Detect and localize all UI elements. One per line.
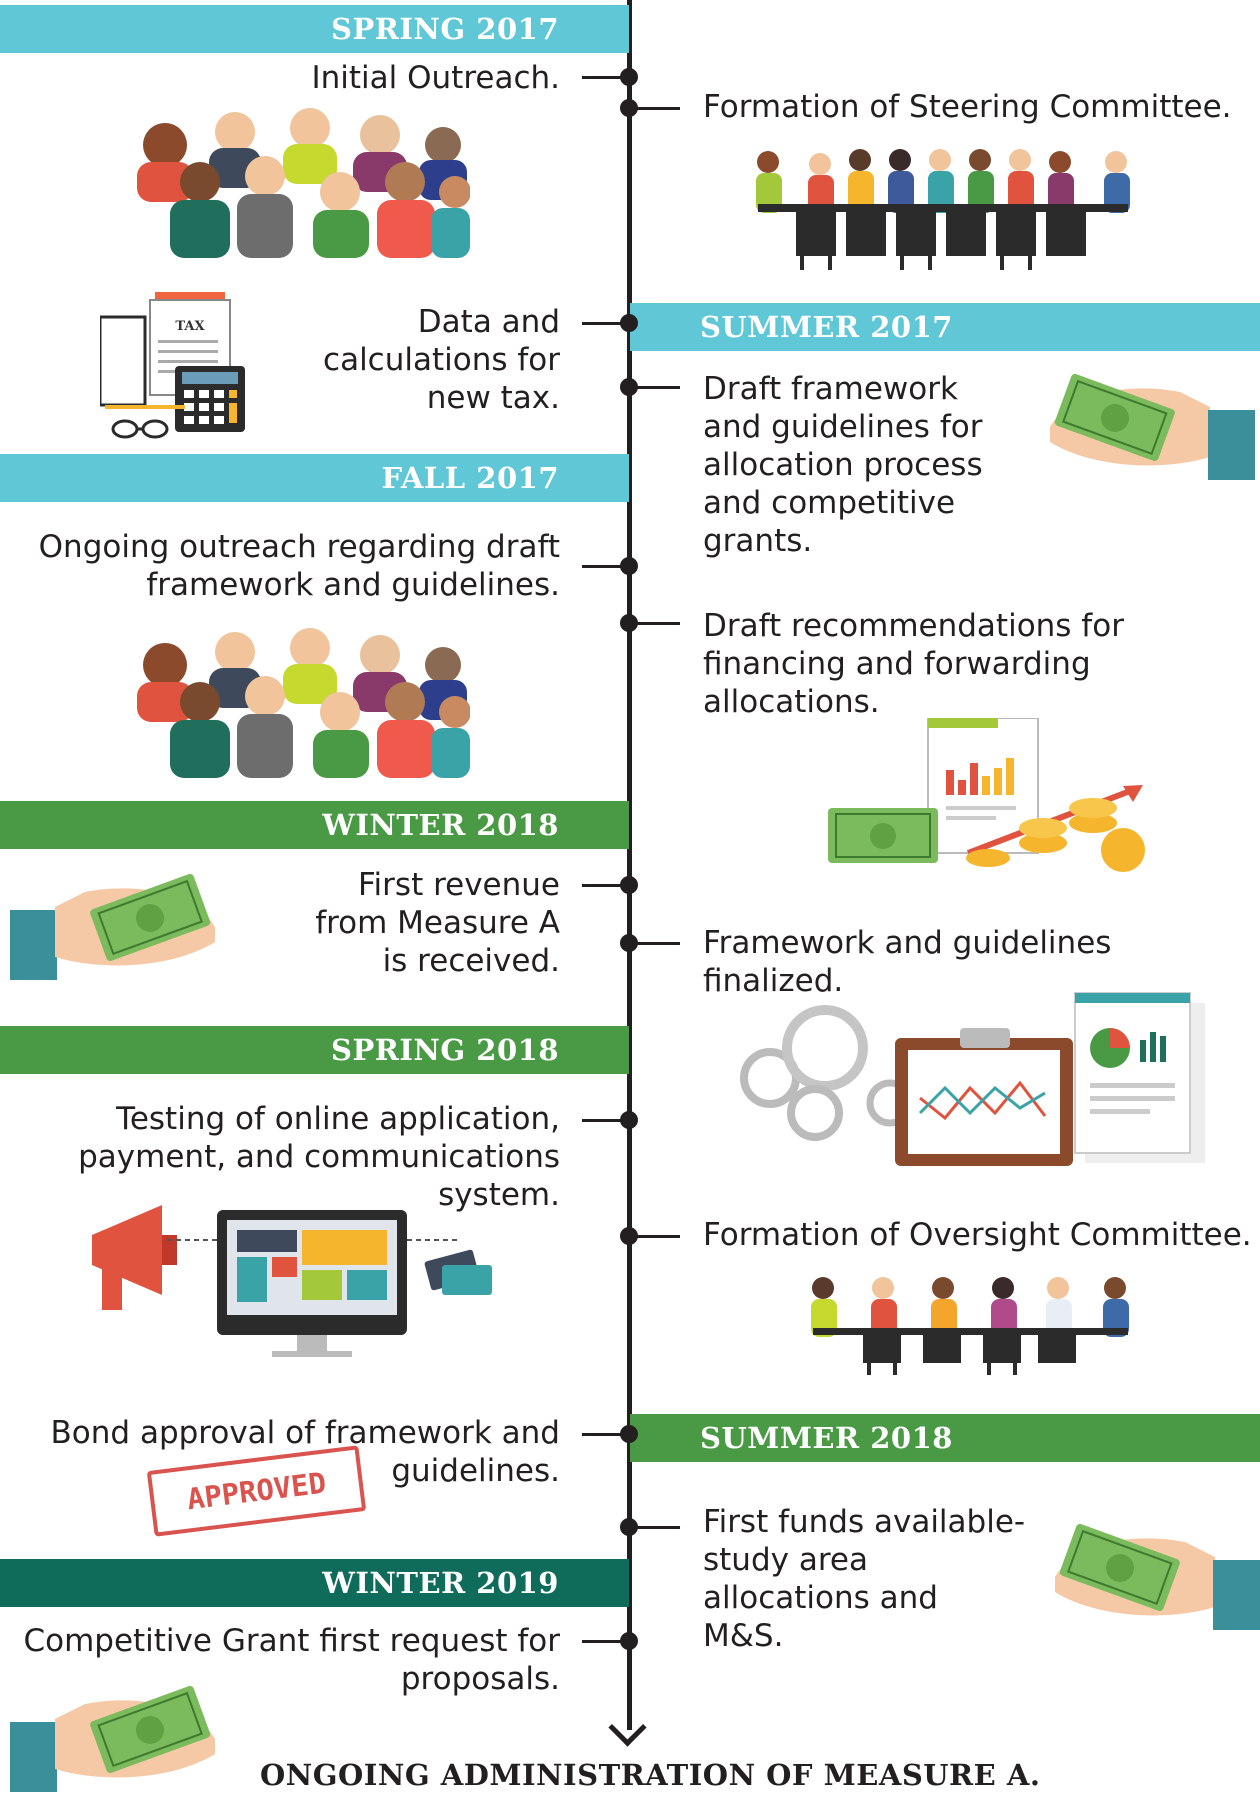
hand-money-illustration [10, 873, 215, 980]
milestone-dot [620, 1227, 638, 1245]
connector-data-calc [582, 322, 629, 325]
crowd-illustration [137, 628, 470, 778]
milestone-dot [620, 68, 638, 86]
banner-spring-2018: SPRING 2018 [0, 1026, 629, 1074]
meeting-table-illustration [756, 149, 1130, 270]
event-line: is received. [382, 943, 560, 979]
connector-ongoing-outreach [582, 565, 629, 568]
event-line: system. [438, 1177, 560, 1213]
event-testing-online-system: Testing of online application, payment, … [78, 1100, 560, 1214]
event-line: Initial Outreach. [311, 60, 560, 96]
timeline-arrow-head [608, 1708, 647, 1747]
event-line: First revenue [357, 867, 560, 903]
connector-bond-approval [582, 1433, 629, 1436]
event-draft-recommendations: Draft recommendations for financing and … [703, 607, 1124, 721]
connector-initial-outreach [582, 76, 629, 79]
hand-money-illustration [1055, 1523, 1260, 1630]
event-line: guidelines. [391, 1453, 560, 1489]
milestone-dot [620, 1111, 638, 1129]
event-line: M&S. [703, 1618, 784, 1654]
event-line: payment, and communications [78, 1139, 560, 1175]
milestone-dot [620, 1425, 638, 1443]
milestone-dot [620, 557, 638, 575]
event-line: grants. [703, 523, 813, 559]
connector-steering-committee [630, 107, 680, 110]
banner-summer-2018: SUMMER 2018 [630, 1414, 1260, 1462]
event-line: and guidelines for [703, 409, 983, 445]
event-framework-finalized: Framework and guidelines finalized. [703, 924, 1260, 1000]
banner-summer-2017: SUMMER 2017 [630, 303, 1260, 351]
event-initial-outreach: Initial Outreach. [311, 59, 560, 97]
event-line: Bond approval of framework and [50, 1415, 560, 1451]
event-first-funds: First funds available- study area alloca… [703, 1503, 1025, 1655]
banner-spring-2017: SPRING 2017 [0, 5, 629, 53]
event-line: Framework and guidelines finalized. [703, 925, 1112, 999]
connector-first-funds [630, 1526, 680, 1529]
event-oversight-committee: Formation of Oversight Committee. [703, 1216, 1252, 1254]
event-draft-framework: Draft framework and guidelines for alloc… [703, 370, 983, 560]
event-line: Formation of Steering Committee. [703, 89, 1232, 125]
milestone-dot [620, 378, 638, 396]
tax-calculator-illustration: TAX [100, 292, 245, 439]
event-bond-approval: Bond approval of framework and guideline… [51, 1414, 560, 1490]
event-line: First funds available- [703, 1504, 1026, 1540]
gears-clipboard-illustration [740, 992, 1205, 1166]
event-line: Formation of Oversight Committee. [703, 1217, 1252, 1253]
event-line: new tax. [426, 380, 560, 416]
online-system-illustration [92, 1205, 492, 1357]
connector-framework-finalized [630, 942, 680, 945]
banner-winter-2018: WINTER 2018 [0, 801, 629, 849]
connector-testing [582, 1119, 629, 1122]
event-line: allocations and [703, 1580, 938, 1616]
event-line: Ongoing outreach regarding draft [38, 529, 560, 565]
connector-oversight [630, 1235, 680, 1238]
banner-winter-2019: WINTER 2019 [0, 1559, 629, 1607]
event-competitive-grant: Competitive Grant first request for prop… [23, 1622, 560, 1698]
milestone-dot [620, 614, 638, 632]
hand-money-illustration [1050, 373, 1255, 480]
connector-competitive-grant [582, 1640, 629, 1643]
event-line: proposals. [400, 1661, 560, 1697]
tax-label: TAX [175, 319, 205, 334]
ongoing-administration-footer: ONGOING ADMINISTRATION OF MEASURE A. [260, 1758, 1041, 1792]
milestone-dot [620, 1518, 638, 1536]
event-line: allocation process [703, 447, 983, 483]
event-ongoing-outreach: Ongoing outreach regarding draft framewo… [39, 528, 560, 604]
hand-money-illustration [10, 1685, 215, 1792]
connector-draft-recs [630, 622, 680, 625]
milestone-dot [620, 314, 638, 332]
event-first-revenue: First revenue from Measure A is received… [315, 866, 560, 980]
connector-first-revenue [582, 884, 629, 887]
event-line: Competitive Grant first request for [23, 1623, 560, 1659]
connector-draft-framework [630, 386, 680, 389]
timeline-axis [627, 0, 632, 1730]
finance-report-illustration [828, 718, 1145, 872]
milestone-dot [620, 934, 638, 952]
event-line: Draft recommendations for [703, 608, 1124, 644]
crowd-illustration [137, 108, 470, 258]
milestone-dot [620, 99, 638, 117]
banner-fall-2017: FALL 2017 [0, 454, 629, 502]
event-line: study area [703, 1542, 868, 1578]
milestone-dot [620, 1632, 638, 1650]
event-line: financing and forwarding [703, 646, 1091, 682]
oversight-meeting-illustration [811, 1277, 1129, 1375]
milestone-dot [620, 876, 638, 894]
event-line: calculations for [323, 342, 560, 378]
event-line: from Measure A [315, 905, 560, 941]
event-line: Data and [417, 304, 560, 340]
event-line: Draft framework [703, 371, 958, 407]
event-line: framework and guidelines. [146, 567, 560, 603]
event-data-calculations: Data and calculations for new tax. [323, 303, 560, 417]
event-line: and competitive [703, 485, 956, 521]
event-steering-committee: Formation of Steering Committee. [703, 88, 1232, 126]
event-line: allocations. [703, 684, 880, 720]
event-line: Testing of online application, [116, 1101, 560, 1137]
